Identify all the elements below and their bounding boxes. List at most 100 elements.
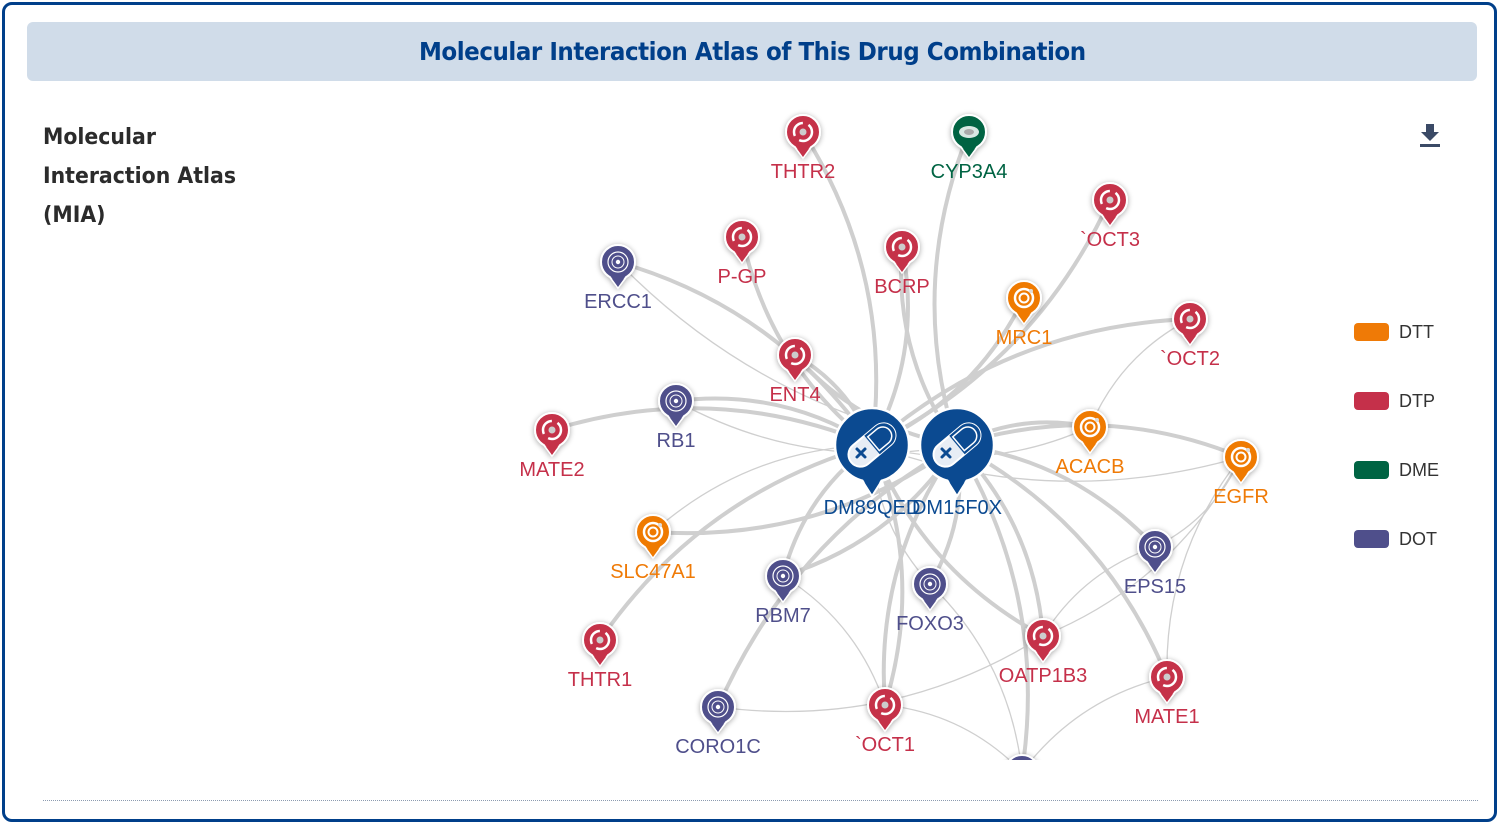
node-marker-pin-fill — [1081, 439, 1099, 452]
node-thtr2[interactable] — [785, 114, 821, 160]
node-coro1c[interactable] — [700, 689, 736, 735]
node-bcrp[interactable] — [884, 229, 920, 275]
edge-oct2-acacb — [1089, 318, 1191, 428]
transporter-core — [596, 636, 604, 644]
legend-item-dtt[interactable]: DTT — [1354, 320, 1474, 344]
edge-foxo3-partial — [929, 583, 1022, 760]
node-ercc1[interactable] — [600, 244, 636, 290]
radar-center — [927, 581, 933, 587]
radar-ring — [711, 700, 725, 714]
legend-label-dot: DOT — [1399, 528, 1437, 549]
node-label: BCRP — [874, 276, 930, 298]
edge-dm89qed-ercc1 — [616, 260, 874, 447]
node-mrc1[interactable] — [1006, 280, 1042, 326]
node-label: OATP1B3 — [999, 665, 1088, 687]
transporter-icon — [891, 236, 913, 258]
node-label: ACACB — [1056, 456, 1125, 478]
node-oct2[interactable] — [1172, 301, 1208, 347]
legend-swatch-dot — [1354, 530, 1389, 548]
node-rb1[interactable] — [658, 383, 694, 429]
edge-dm15f0x-rb1 — [675, 400, 958, 454]
node-partial[interactable] — [1005, 754, 1039, 798]
node-eps15[interactable] — [1137, 529, 1173, 575]
transporter-icon — [874, 694, 896, 716]
pill-half — [864, 423, 896, 455]
node-cyp3a4[interactable] — [951, 114, 987, 160]
radar-ring — [1148, 540, 1162, 554]
radar-ring — [923, 577, 937, 591]
drug-node-dm89qed[interactable] — [833, 406, 911, 498]
radar-center — [715, 704, 721, 710]
target-icon — [1079, 416, 1101, 438]
radar-center — [673, 398, 679, 404]
node-label: ENT4 — [769, 384, 820, 406]
node-label: P-GP — [718, 266, 767, 288]
transporter-core — [1106, 196, 1114, 204]
edge-dm15f0x-coro1c — [716, 443, 959, 709]
radar-icon — [1012, 762, 1032, 782]
target-icon — [1230, 446, 1252, 468]
node-label: RBM7 — [755, 605, 811, 627]
node-mate1[interactable] — [1149, 659, 1185, 705]
download-button[interactable] — [1416, 120, 1444, 150]
transporter-icon — [731, 226, 753, 248]
node-marker-pin-fill — [609, 274, 627, 287]
transporter-core — [898, 243, 906, 251]
node-label: EPS15 — [1124, 576, 1186, 598]
legend-item-dme[interactable]: DME — [1354, 458, 1474, 482]
section-title-line-3: (MIA) — [43, 203, 106, 228]
node-marker-pin-fill — [876, 717, 894, 730]
node-label: THTR2 — [771, 161, 835, 183]
node-label: MRC1 — [996, 327, 1053, 349]
node-egfr[interactable] — [1223, 439, 1259, 485]
section-title-line-2: Interaction Atlas — [43, 164, 237, 189]
node-thtr1[interactable] — [582, 622, 618, 668]
target-dart — [1029, 289, 1033, 293]
node-acacb[interactable] — [1072, 409, 1108, 455]
drug-node-dm15f0x[interactable] — [918, 406, 996, 498]
node-mate2[interactable] — [534, 412, 570, 458]
node-ent4[interactable] — [777, 337, 813, 383]
legend-label-dtp: DTP — [1399, 390, 1435, 411]
transporter-icon — [589, 629, 611, 651]
node-marker-pin-fill — [1146, 559, 1164, 572]
node-marker-pin-fill — [921, 596, 939, 609]
enzyme-core — [964, 129, 974, 135]
node-label: MATE2 — [519, 459, 584, 481]
target-icon — [642, 521, 664, 543]
section-divider — [43, 800, 1478, 801]
node-oct1[interactable] — [867, 687, 903, 733]
transporter-icon — [541, 419, 563, 441]
target-inner — [1084, 421, 1096, 433]
node-marker-pin-fill — [1158, 689, 1176, 702]
node-slc47a1[interactable] — [635, 514, 671, 560]
node-label: MATE1 — [1134, 706, 1199, 728]
drug-label: DM89QED — [824, 497, 921, 519]
node-rbm7[interactable] — [765, 558, 801, 604]
radar-icon — [772, 565, 794, 587]
transporter-icon — [1099, 189, 1121, 211]
edge-dm15f0x-cyp3a4 — [932, 130, 971, 447]
node-pgp[interactable] — [724, 219, 760, 265]
radar-icon — [919, 573, 941, 595]
radar-icon — [665, 390, 687, 412]
edge-dm89qed-thtr1 — [598, 443, 874, 642]
legend-item-dot[interactable]: DOT — [1354, 527, 1474, 551]
transporter-core — [799, 128, 807, 136]
node-foxo3[interactable] — [912, 566, 948, 612]
node-oatp1b3[interactable] — [1025, 618, 1061, 664]
node-marker-pin-fill — [1015, 310, 1033, 323]
node-label: EGFR — [1213, 486, 1269, 508]
target-inner — [647, 526, 659, 538]
node-marker-pin-fill — [709, 719, 727, 732]
edge-rbm7-oct1 — [782, 575, 886, 706]
radar-center — [780, 573, 786, 579]
node-marker-pin-fill — [1014, 785, 1031, 797]
legend-item-dtp[interactable]: DTP — [1354, 389, 1474, 413]
node-oct3[interactable] — [1092, 182, 1128, 228]
node-marker-pin-head — [1008, 754, 1036, 760]
transporter-core — [791, 351, 799, 359]
target-inner — [1018, 292, 1030, 304]
node-label: RB1 — [657, 430, 696, 452]
